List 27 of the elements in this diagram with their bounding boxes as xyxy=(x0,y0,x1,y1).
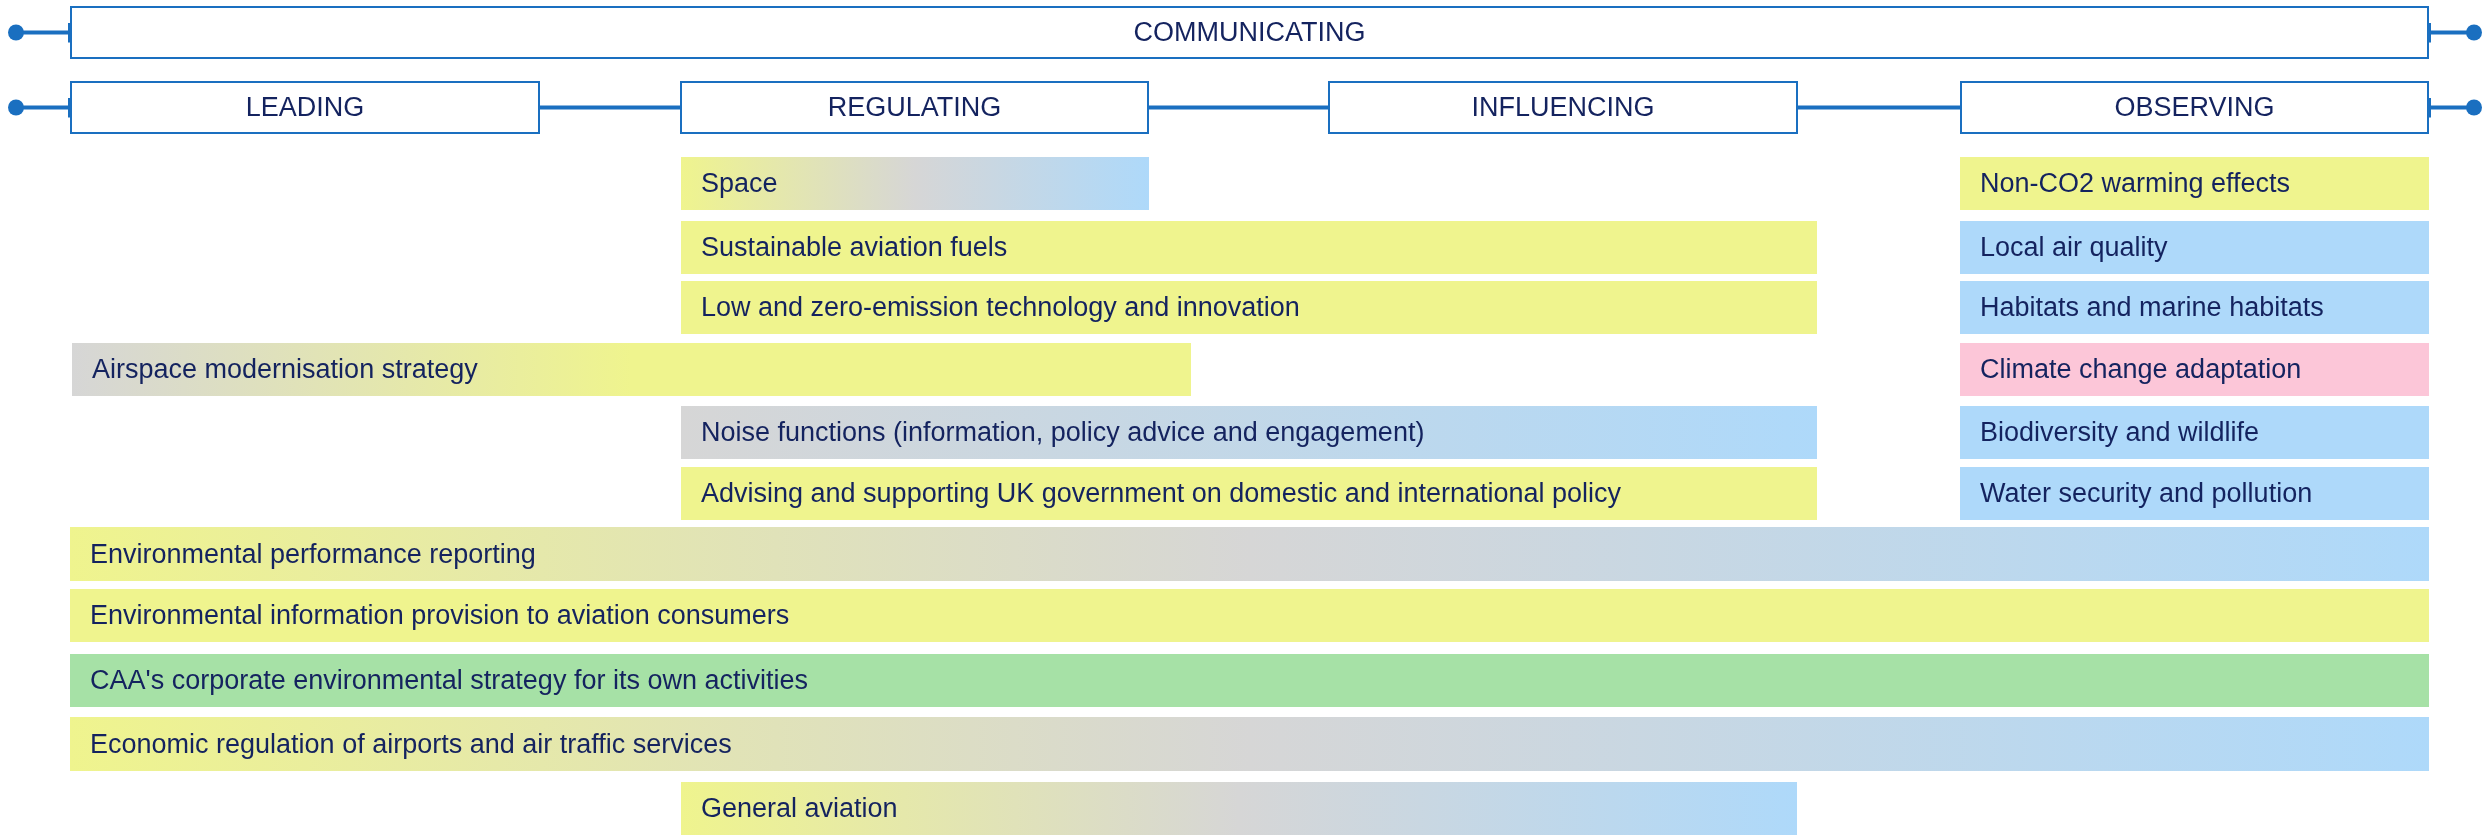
activity-bar: Space xyxy=(681,157,1149,210)
activity-bar: Local air quality xyxy=(1960,221,2429,274)
activity-bar: Non-CO2 warming effects xyxy=(1960,157,2429,210)
activity-bar: Environmental performance reporting xyxy=(70,527,2429,581)
activity-bar: Advising and supporting UK government on domestic and international policy xyxy=(681,467,1817,520)
connector-line xyxy=(1149,105,1328,110)
connector-line xyxy=(8,22,72,43)
activity-bar: General aviation xyxy=(681,782,1797,835)
activity-bar: Biodiversity and wildlife xyxy=(1960,406,2429,459)
function-header-box: COMMUNICATING xyxy=(70,6,2429,59)
activity-bar: Environmental information provision to aviation consumers xyxy=(70,589,2429,642)
activity-bar: Sustainable aviation fuels xyxy=(681,221,1817,274)
activity-bar: Habitats and marine habitats xyxy=(1960,281,2429,334)
function-header-box: REGULATING xyxy=(680,81,1149,134)
activity-bar: Noise functions (information, policy advice and engagement) xyxy=(681,406,1817,459)
activity-bar: Water security and pollution xyxy=(1960,467,2429,520)
function-header-box: INFLUENCING xyxy=(1328,81,1798,134)
connector-line xyxy=(540,105,680,110)
function-header-box: LEADING xyxy=(70,81,540,134)
activity-bar: CAA's corporate environmental strategy for its own activities xyxy=(70,654,2429,707)
activity-bar: Climate change adaptation xyxy=(1960,343,2429,396)
activity-bar: Low and zero-emission technology and innovation xyxy=(681,281,1817,334)
function-header-box: OBSERVING xyxy=(1960,81,2429,134)
activity-bar: Airspace modernisation strategy xyxy=(72,343,1191,396)
connector-line xyxy=(1798,105,1960,110)
activity-bar: Economic regulation of airports and air traffic services xyxy=(70,717,2429,771)
connector-line xyxy=(8,97,72,118)
